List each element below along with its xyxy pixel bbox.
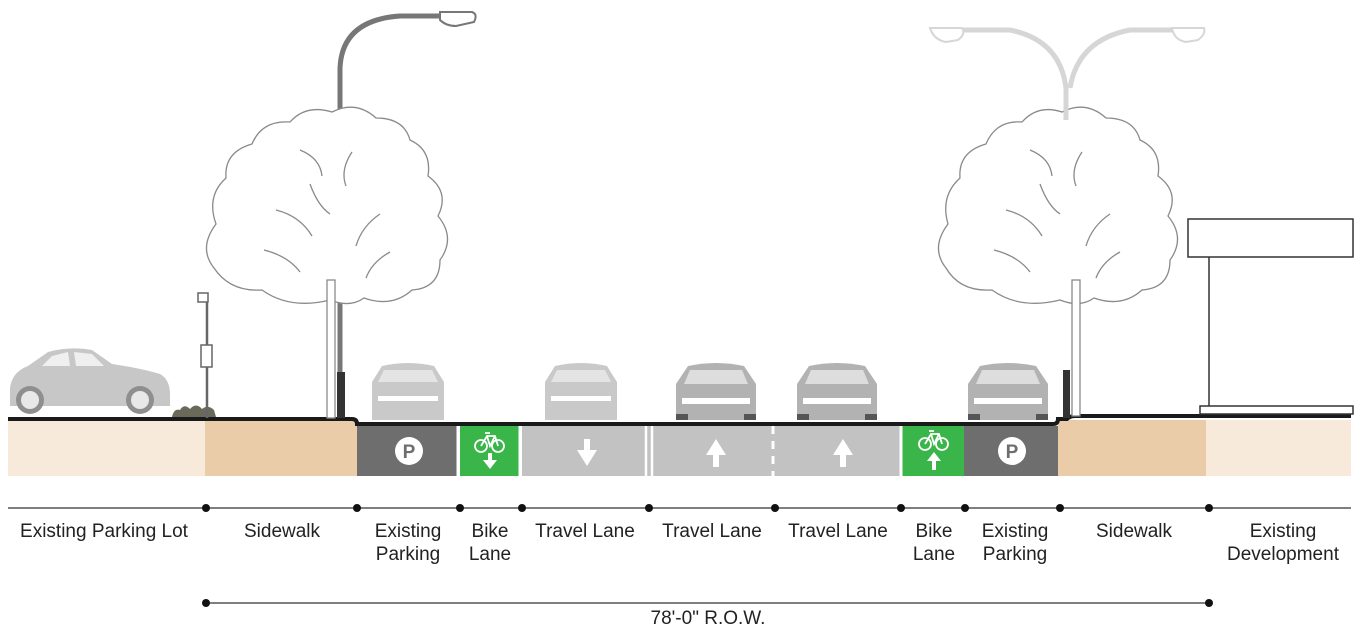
street-light-lamp [439,11,477,28]
car-icon [797,363,877,420]
building-icon [1187,218,1354,415]
car-icon [545,363,617,420]
label-parking-left: Existing Parking [374,521,442,565]
label-existing-development: Existing Development [1227,521,1339,565]
arrow-down-icon [577,439,597,466]
row-dimension-line [202,599,1213,607]
street-light-lamp [1170,27,1206,44]
band-sidewalk-right [1058,420,1206,476]
tree-trunk [1071,279,1081,417]
parking-icon: P [395,437,423,465]
car-icon [372,363,444,420]
label-bike-lane-left: Bike Lane [468,521,512,565]
arrow-up-icon [706,439,726,467]
svg-text:P: P [1006,442,1019,463]
label-sidewalk-right: Sidewalk [1095,521,1173,542]
band-existing-parking-lot [8,420,205,476]
label-travel-lane-2: Travel Lane [662,521,762,542]
street-light-lamp [928,27,965,44]
row-dimension-label: 78'-0" R.O.W. [650,608,766,629]
svg-text:P: P [403,442,416,463]
parking-icon: P [998,437,1026,465]
curb-line [8,414,1351,426]
arrow-up-icon [927,452,941,470]
shrub-icon [172,405,216,417]
label-travel-lane-3: Travel Lane [788,521,888,542]
band-sidewalk-left [205,420,357,476]
band-existing-development [1206,420,1351,476]
car-icon [676,363,756,420]
bicycle-icon [474,432,505,453]
tree-guard [1063,370,1070,418]
arrow-down-icon [483,453,497,469]
segment-dimension-line [8,504,1351,512]
label-bike-lane-right: Bike Lane [912,521,956,565]
car-icon [968,363,1048,420]
street-light-icon [960,27,1180,120]
label-sidewalk-left: Sidewalk [243,521,321,542]
tree-icon [205,106,449,305]
tree-icon [937,106,1179,305]
sign-post-icon [197,292,213,418]
tree-trunk [326,279,336,419]
bicycle-icon [918,430,949,451]
label-travel-lane-1: Travel Lane [535,521,635,542]
label-parking-right: Existing Parking [981,521,1049,565]
label-existing-parking-lot: Existing Parking Lot [20,521,188,542]
street-light-icon [337,13,448,418]
arrow-up-icon [833,439,853,467]
suv-icon [10,348,171,414]
tree-guard [337,372,345,418]
lane-markings [456,426,903,476]
